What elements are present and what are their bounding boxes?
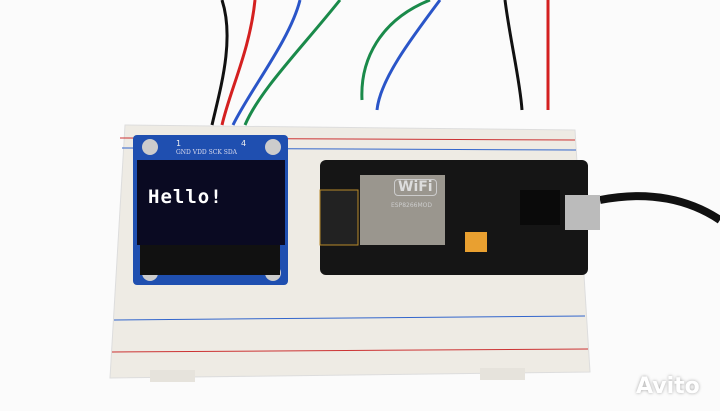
- module-model-label: ESP8266MOD: [391, 202, 433, 209]
- oled-module: [133, 135, 288, 285]
- oled-display-text: Hello!: [148, 186, 223, 208]
- nodemcu-board: [319, 160, 600, 275]
- oled-pin-labels: GND VDD SCK SDA: [176, 149, 237, 156]
- oled-pin-1-label: 1: [176, 139, 182, 148]
- avito-watermark: Avito: [636, 374, 700, 399]
- wifi-logo: WiFi: [394, 179, 437, 196]
- oled-pin-4-label: 4: [241, 139, 247, 148]
- wires: [210, 0, 720, 224]
